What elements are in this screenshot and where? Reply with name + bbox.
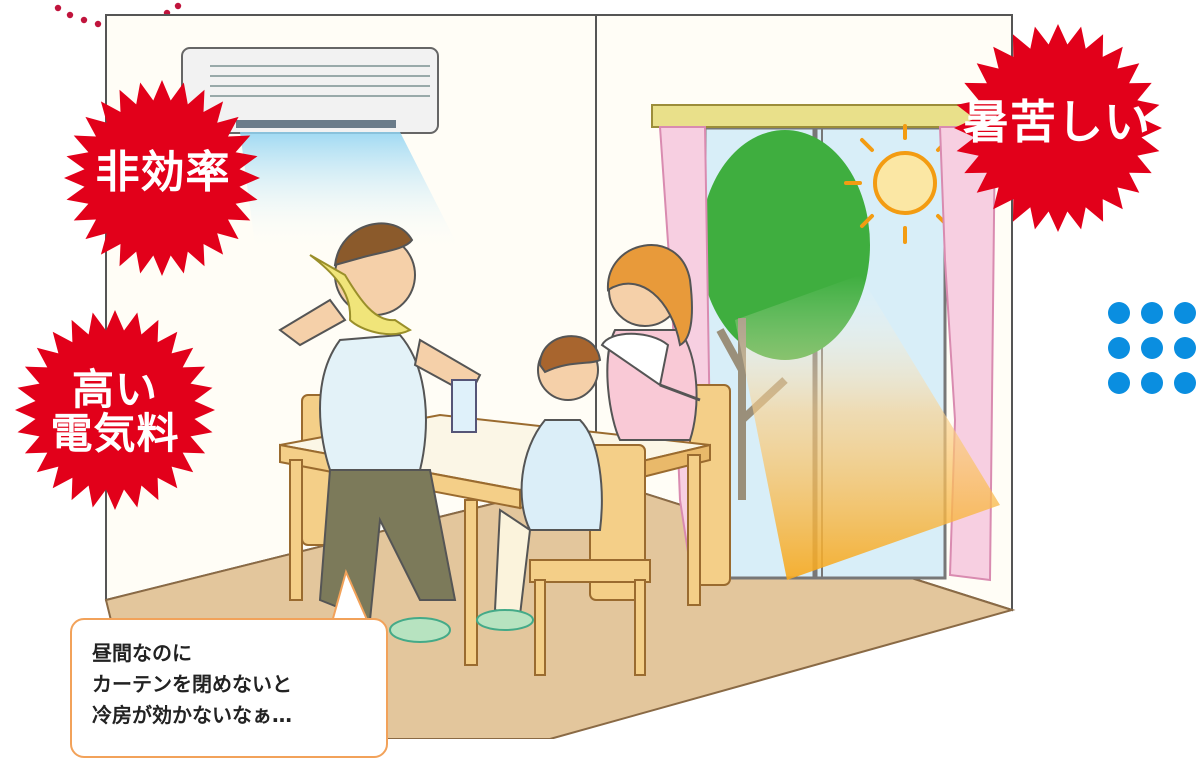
father-figure	[278, 222, 482, 643]
child-figure	[476, 335, 603, 631]
high-cost-badge: 高い 電気料	[30, 365, 200, 459]
air-conditioner-icon	[181, 47, 439, 134]
decorative-blue-dots	[1108, 302, 1196, 394]
high-cost-badge-line1: 高い	[71, 365, 158, 414]
speech-line-1: 昼間なのに	[92, 641, 192, 665]
sunlight-beam	[735, 275, 1000, 580]
chair-front	[529, 444, 651, 676]
burst-cost	[15, 310, 215, 510]
hand-fan-icon	[600, 332, 701, 402]
speech-bubble: 昼間なのに カーテンを閉めないと 冷房が効かないなぁ…	[70, 618, 388, 758]
high-cost-badge-line2: 電気料	[50, 409, 180, 459]
speech-line-2: カーテンを閉めないと	[92, 672, 292, 696]
cool-air-stream	[240, 132, 460, 250]
speech-line-3: 冷房が効かないなぁ…	[92, 703, 292, 727]
towel-icon	[309, 254, 412, 336]
burst-hot	[954, 24, 1162, 232]
inefficient-badge: 非効率	[95, 147, 231, 198]
drinking-glass-icon	[451, 379, 477, 433]
hot-badge: 暑苦しい	[963, 95, 1151, 149]
burst-inefficient	[64, 80, 260, 276]
